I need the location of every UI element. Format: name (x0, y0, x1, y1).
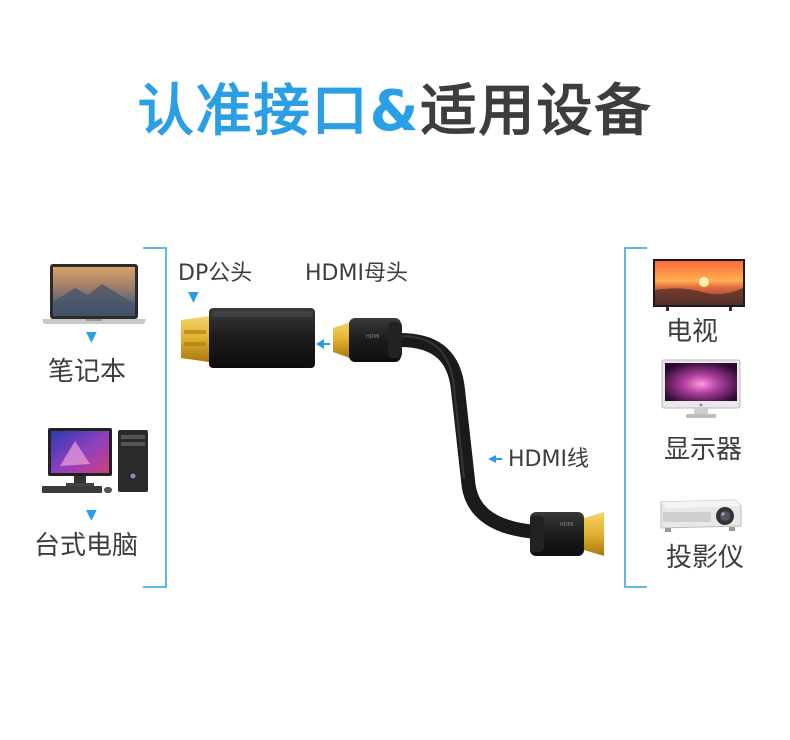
hdmi-female-label: HDMI母头 (305, 261, 408, 286)
desktop-label: 台式电脑 (34, 531, 139, 561)
monitor-label: 显示器 (664, 435, 743, 465)
desktop-computer-icon (42, 428, 148, 493)
hdmi-cable-label: HDMI线 (508, 447, 589, 472)
projector-icon (660, 499, 742, 532)
title-part-2: 适用设备 (420, 79, 653, 144)
laptop-icon (42, 264, 146, 324)
projector-label: 投影仪 (666, 543, 745, 573)
monitor-icon (661, 359, 741, 418)
title-part-1: 认准接口& (137, 79, 421, 144)
svg-text:HDMI: HDMI (366, 334, 379, 340)
svg-text:HDMI: HDMI (560, 522, 573, 528)
tv-label: 电视 (666, 317, 719, 347)
desktop-down-arrow-icon: ▼ (86, 507, 97, 523)
laptop-down-arrow-icon: ▼ (86, 329, 97, 345)
page-title: 认准接口&适用设备 (0, 72, 790, 152)
tv-icon (653, 259, 745, 311)
dp-down-arrow-icon: ▼ (188, 289, 199, 305)
laptop-label: 笔记本 (48, 357, 127, 387)
dp-male-label: DP公头 (178, 261, 253, 286)
